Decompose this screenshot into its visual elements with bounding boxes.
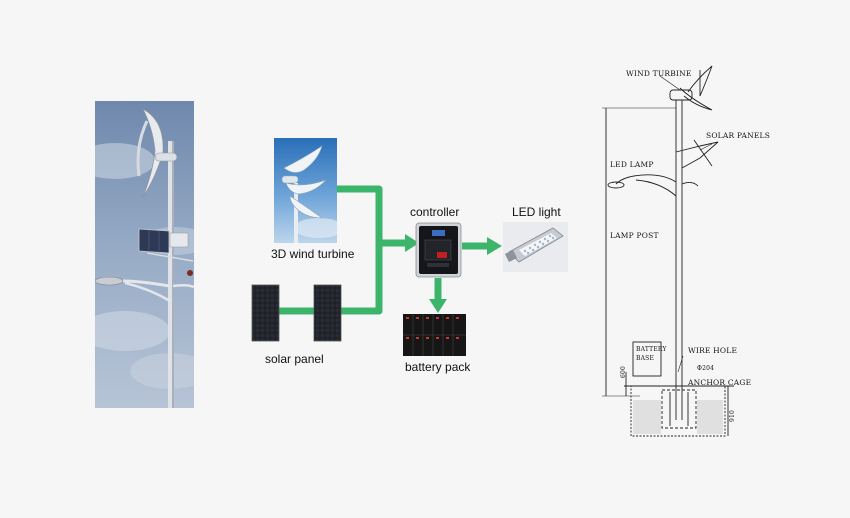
- arrowhead-controller: [405, 234, 419, 252]
- controller-image: [415, 222, 462, 278]
- lamp-head: [607, 181, 625, 189]
- solar-panel-label: solar panel: [265, 352, 324, 366]
- turbine-blade: [679, 87, 713, 111]
- battery-pack-label: battery pack: [405, 360, 471, 374]
- turbine-blade: [687, 65, 713, 97]
- drawing-label-anchor-cage: ANCHOR CAGE: [688, 378, 752, 387]
- battery-base-box: [632, 341, 662, 377]
- led-light-label: LED light: [512, 205, 561, 219]
- solar-panel-face: [693, 139, 713, 167]
- solar-panel-bracket: [675, 141, 719, 153]
- arrowhead-led: [487, 237, 502, 255]
- solar-panel-bracket: [681, 141, 719, 169]
- turbine-to-controller-arrow: [337, 185, 408, 247]
- solar-panel-image: [250, 283, 345, 343]
- drawing-label-battery-base-line1: BATTERY: [636, 346, 667, 353]
- drawing-label-led-lamp: LED LAMP: [610, 160, 654, 169]
- drawing-label-battery-base-line2: BASE: [636, 355, 655, 362]
- lamp-arm: [615, 174, 677, 185]
- led-light-image: [503, 222, 568, 272]
- arrowhead-battery: [429, 299, 447, 313]
- wind-turbine-art: [274, 138, 337, 243]
- solar-panel-art: [251, 284, 342, 342]
- drawing-label-wire-hole-diameter: Φ204: [697, 365, 715, 372]
- turbine-nacelle: [669, 89, 693, 101]
- solar-to-controller-arrow: [279, 243, 383, 315]
- drawing-label-dim-910: 910: [729, 409, 736, 422]
- drawing-label-solar-panels: SOLAR PANELS: [706, 131, 771, 140]
- drawing-label-dim-600: 600: [620, 365, 627, 378]
- controller-art: [415, 222, 462, 278]
- streetlight-photo: [95, 101, 194, 408]
- controller-label: controller: [410, 205, 460, 219]
- drawing-label-wind-turbine: WIND TURBINE: [626, 69, 692, 78]
- wind-turbine-label: 3D wind turbine: [271, 247, 355, 261]
- anchor-cage-box: [661, 389, 697, 429]
- battery-pack-image: [403, 314, 466, 356]
- wind-turbine-image: [274, 138, 337, 243]
- lamp-arm: [635, 179, 677, 197]
- battery-pack-art: [403, 314, 466, 356]
- lamp-arm: [681, 181, 699, 187]
- led-light-art: [503, 222, 568, 272]
- drawing-label-wire-hole: WIRE HOLE: [688, 346, 738, 355]
- streetlight-photo-art: [95, 101, 194, 408]
- drawing-label-lamp-post: LAMP POST: [610, 231, 659, 240]
